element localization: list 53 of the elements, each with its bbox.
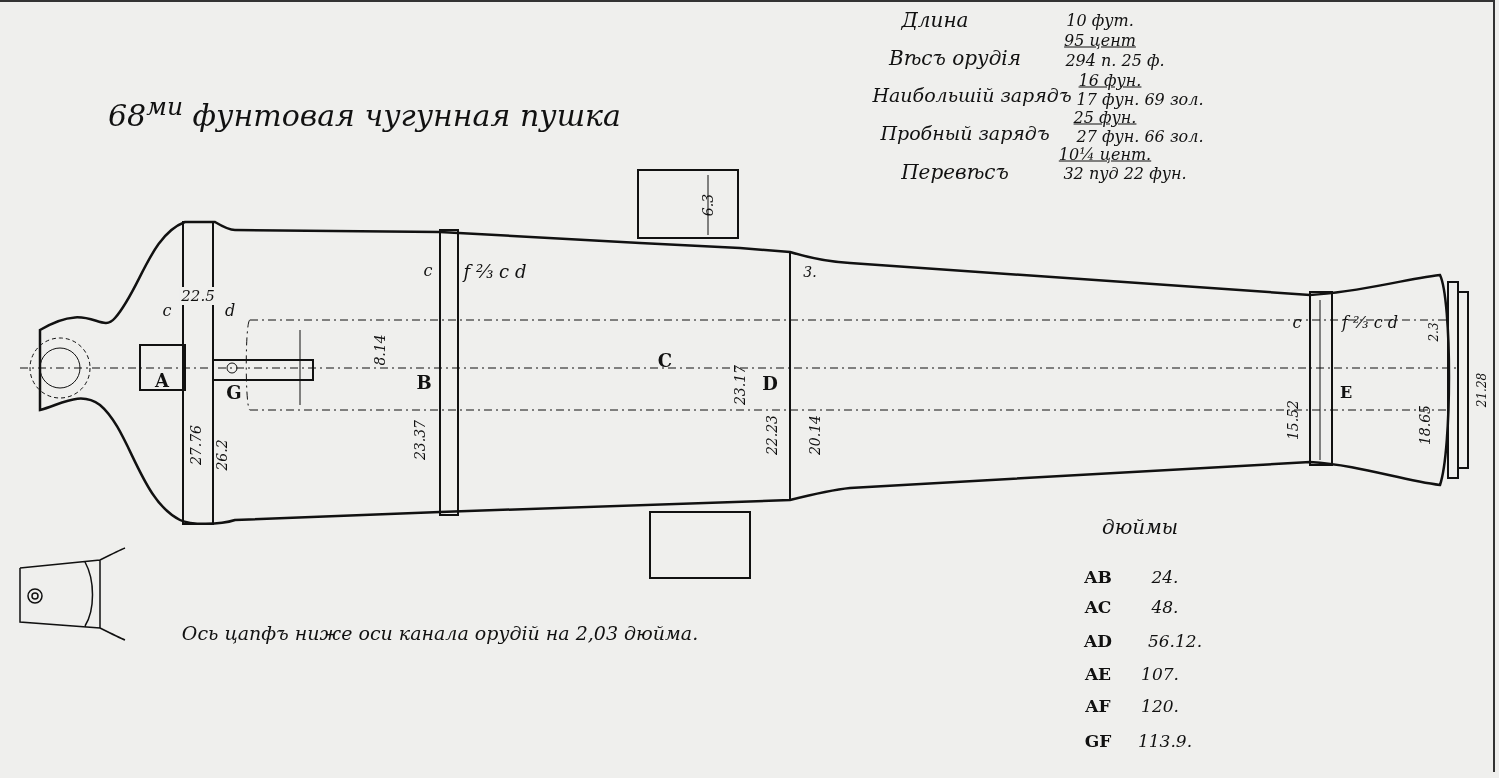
point-letter: D [762,372,778,394]
table-key: AC [1084,597,1112,617]
title-text: 68$^{ми}$ фунтовая чугунная пушка [108,92,621,133]
point-letter: C [657,349,673,371]
table-key: AB [1084,567,1112,587]
table-value: 24. [1151,567,1179,587]
spec-label: Наибольшій зарядъ [872,84,1072,106]
spec-value: 16 фун. [1078,70,1142,90]
dimension-value: 2.3 [1427,322,1441,342]
dimension-letter: d [224,300,236,320]
dimension-letter: c [162,300,172,320]
spec-value: 17 фун. 69 зол. [1076,89,1204,109]
proportion-label: f ⅔ c d [1342,312,1398,332]
table-key: AF [1085,696,1111,716]
point-letter: G [226,381,242,403]
note-text: Ось цапфъ ниже оси канала орудій на 2,03 дюйма. [181,622,699,644]
dimension-letter: c [1292,312,1302,332]
dimension-value: 22.5 [179,287,217,305]
dimension-letter: c [423,260,433,280]
point-letter: E [1339,382,1353,402]
table-value: 107. [1141,664,1179,684]
spec-value: 27 фун. 66 зол. [1076,126,1204,146]
dimension-value: 22.23 [764,414,780,456]
spec-label: Пробный зарядъ [880,122,1050,144]
dimension-value: 23.17 [732,364,748,406]
spec-value: 10 фут. [1066,10,1134,30]
table-key: GF [1084,731,1112,751]
spec-value: 294 п. 25 ф. [1065,50,1165,70]
dimension-value: 6.3 [700,193,716,217]
table-value: 56.12. [1147,631,1203,651]
table-value: 120. [1141,696,1179,716]
units-heading: дюймы [1102,515,1178,539]
dimension-value: 26.2 [214,439,230,471]
point-letter: A [155,369,169,391]
dimension-value: 18.65 [1417,404,1433,446]
dimension-value: 15.52 [1285,399,1301,441]
table-value: 113.9. [1137,731,1193,751]
spec-value: 32 пуд 22 фун. [1063,163,1187,183]
spec-value: 95 цент [1064,30,1136,50]
dimension-value: 23.37 [412,419,428,461]
dimension-value: 3. [803,264,817,280]
table-value: 48. [1151,597,1179,617]
dimension-value: 8.14 [372,334,388,366]
dimension-value: 21.28 [1475,372,1489,408]
table-key: AD [1084,631,1112,651]
proportion-label: f ⅔ c d [463,260,527,282]
spec-label: Длина [901,8,969,32]
spec-label: Перевѣсъ [901,160,1009,184]
spec-label: Вѣсъ орудія [889,46,1021,70]
dimension-value: 27.76 [188,424,204,466]
point-letter: B [416,371,432,393]
table-key: AE [1084,664,1112,684]
dimension-value: 20.14 [807,414,823,456]
